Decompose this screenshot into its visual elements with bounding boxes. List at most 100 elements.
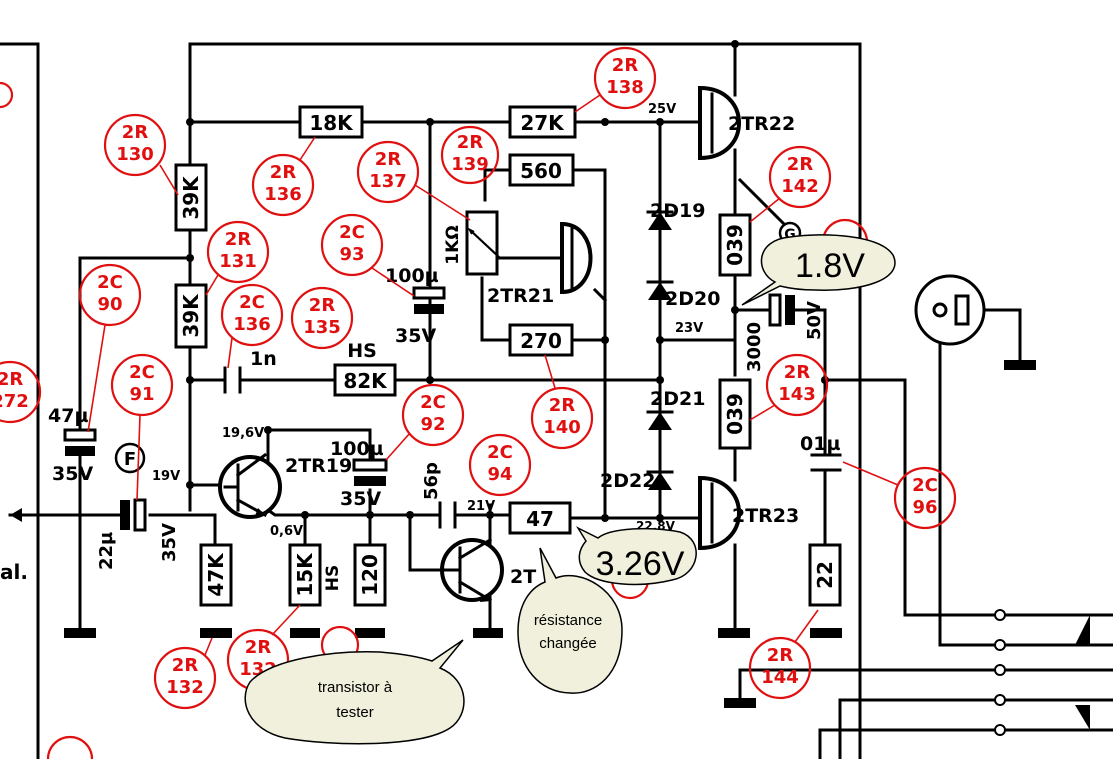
resistor-039-top <box>718 213 752 277</box>
svg-text:132: 132 <box>166 677 204 698</box>
label-d20: 2D20 <box>665 288 720 310</box>
label-tr20: 2T <box>510 566 536 588</box>
resistor-47 <box>508 501 572 535</box>
resistor-18k <box>298 105 364 139</box>
svg-text:2R: 2R <box>767 645 794 666</box>
note-transistor-line1: transistor à <box>318 679 393 696</box>
label-56p: 56p <box>421 462 442 500</box>
label-hs-82k: HS <box>347 340 377 362</box>
svg-text:144: 144 <box>761 667 799 688</box>
svg-text:272: 272 <box>0 391 29 412</box>
label-27k: 27K <box>520 111 565 135</box>
label-39k-top: 39K <box>179 175 203 220</box>
svg-text:2C: 2C <box>129 362 155 383</box>
svg-text:2C: 2C <box>487 442 513 463</box>
label-35v-mid: 35V <box>340 488 381 510</box>
left-partial-text: al. <box>0 560 28 584</box>
svg-text:2R: 2R <box>309 295 336 316</box>
label-47: 47 <box>526 507 554 531</box>
resistor-560 <box>508 153 575 187</box>
svg-text:94: 94 <box>487 464 512 485</box>
label-120: 120 <box>358 554 382 596</box>
voltage-labels: 25V 23V 19,6V 19V 0,6V 21V 22,8V al. <box>0 102 703 584</box>
diodes: 2D19 2D20 2D21 2D22 <box>600 200 720 492</box>
potentiometer-1k <box>465 210 499 276</box>
label-270: 270 <box>520 329 562 353</box>
callout-3-26v: 3.26V <box>575 526 697 586</box>
cap-3000u <box>768 293 782 327</box>
capacitors: 1n 100µ 35V 100µ 35V 47µ 35V 22µ 35V 56p… <box>48 265 842 570</box>
label-35v-top: 35V <box>395 325 436 347</box>
svg-text:138: 138 <box>606 77 644 98</box>
label-3000: 3000 <box>744 322 765 372</box>
svg-text:92: 92 <box>420 414 445 435</box>
resistor-39k-top <box>174 163 208 232</box>
svg-text:2C: 2C <box>339 222 365 243</box>
svg-text:2C: 2C <box>97 272 123 293</box>
svg-text:139: 139 <box>451 154 489 175</box>
svg-text:2R: 2R <box>225 229 252 250</box>
svg-text:2R: 2R <box>787 154 814 175</box>
voltage-25v: 25V <box>648 102 676 117</box>
svg-text:2R: 2R <box>0 369 23 390</box>
transistors: 2TR19 2T 2TR21 2TR22 2TR23 <box>218 85 799 603</box>
cap-47u <box>63 428 97 442</box>
label-1n: 1n <box>250 348 277 370</box>
annotation-bubbles: 1.8V 3.26V résistance changée transistor… <box>244 234 896 745</box>
resistor-039-bottom <box>718 378 752 450</box>
label-tr22: 2TR22 <box>728 113 795 135</box>
voltage-note-3-26v: 3.26V <box>596 545 685 583</box>
voltage-21v: 21V <box>467 499 495 514</box>
svg-text:131: 131 <box>219 251 257 272</box>
svg-text:2R: 2R <box>457 132 484 153</box>
ref-2r272: 2R272 <box>0 360 42 424</box>
svg-text:91: 91 <box>129 384 154 405</box>
label-560: 560 <box>520 159 562 183</box>
label-039-top: 039 <box>723 224 747 266</box>
svg-text:2R: 2R <box>375 149 402 170</box>
label-d21: 2D21 <box>650 388 705 410</box>
label-d22: 2D22 <box>600 470 655 492</box>
label-039-bottom: 039 <box>723 393 747 435</box>
label-82k: 82K <box>343 369 388 393</box>
voltage-23v: 23V <box>675 321 703 336</box>
svg-text:136: 136 <box>264 184 302 205</box>
label-tr21: 2TR21 <box>487 285 554 307</box>
svg-text:96: 96 <box>912 497 937 518</box>
note-transistor-line2: tester <box>336 704 374 721</box>
cap-22u <box>133 498 147 532</box>
svg-text:2C: 2C <box>912 475 938 496</box>
label-100u-mid: 100µ <box>330 438 384 460</box>
resistor-27k <box>508 105 577 139</box>
svg-text:142: 142 <box>781 176 819 197</box>
label-1k-pot: 1KΩ <box>443 225 463 264</box>
note-resistance-line1: résistance <box>534 612 602 629</box>
label-35v-22u: 35V <box>159 523 180 562</box>
svg-text:143: 143 <box>778 384 816 405</box>
label-g: G <box>784 227 796 243</box>
label-35v-47u: 35V <box>52 463 93 485</box>
voltage-note-1-8v: 1.8V <box>795 247 865 285</box>
voltage-19-6v: 19,6V <box>222 426 264 441</box>
resistors: 18K 27K 560 39K 39K 1KΩ 270 82K HS 47 47… <box>174 105 842 607</box>
svg-text:2R: 2R <box>784 362 811 383</box>
label-01u: 01µ <box>800 433 840 455</box>
label-tr19: 2TR19 <box>285 455 352 477</box>
resistor-39k-bottom <box>174 283 208 349</box>
resistor-120 <box>353 543 387 607</box>
label-d19: 2D19 <box>650 200 705 222</box>
